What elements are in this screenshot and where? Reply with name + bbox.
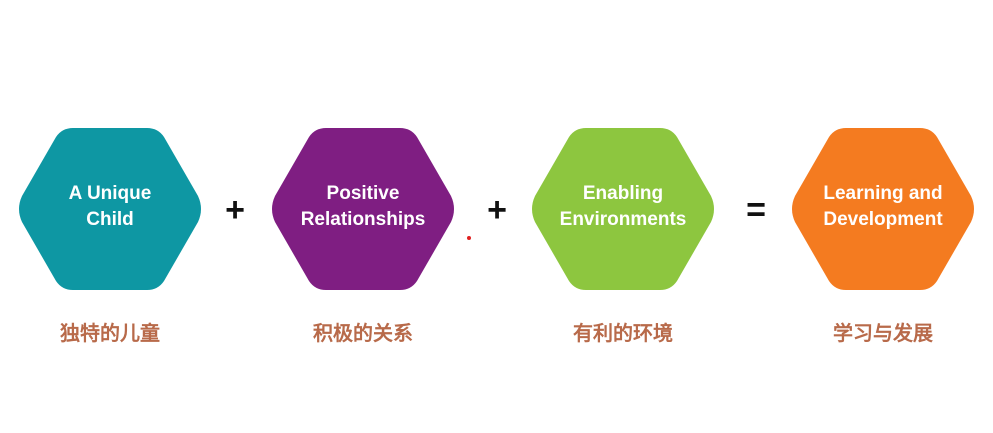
hexagon-fill xyxy=(272,128,454,290)
hexagon-positive-relationships: Positive Relationships xyxy=(268,124,458,294)
hexagon-learning-development: Learning and Development xyxy=(788,124,978,294)
plus-operator: + xyxy=(487,191,507,229)
equals-operator: = xyxy=(746,191,766,229)
hexagon-label-enabling-environments: Enabling Environments xyxy=(559,183,687,230)
hexagon-enabling-environments: Enabling Environments xyxy=(528,124,718,294)
caption-enabling-environments: 有利的环境 xyxy=(573,323,673,345)
caption-unique-child: 独特的儿童 xyxy=(60,323,160,345)
hexagon-label-positive-relationships: Positive Relationships xyxy=(300,183,426,230)
hexagon-shape-icon xyxy=(19,128,201,290)
hexagon-label-learning-development: Learning and Development xyxy=(823,183,943,230)
hexagon-fill xyxy=(532,128,714,290)
hexagon-shape-icon xyxy=(272,128,454,290)
caption-positive-relationships: 积极的关系 xyxy=(313,323,413,345)
hexagon-unique-child: A Unique Child xyxy=(15,124,205,294)
hexagon-shape-icon xyxy=(532,128,714,290)
red-dot-mark xyxy=(467,236,471,240)
hexagon-shape-icon xyxy=(792,128,974,290)
hexagon-fill xyxy=(19,128,201,290)
hexagon-label-unique-child: A Unique Child xyxy=(68,183,152,230)
caption-learning-development: 学习与发展 xyxy=(833,323,933,345)
plus-operator: + xyxy=(225,191,245,229)
hexagon-fill xyxy=(792,128,974,290)
